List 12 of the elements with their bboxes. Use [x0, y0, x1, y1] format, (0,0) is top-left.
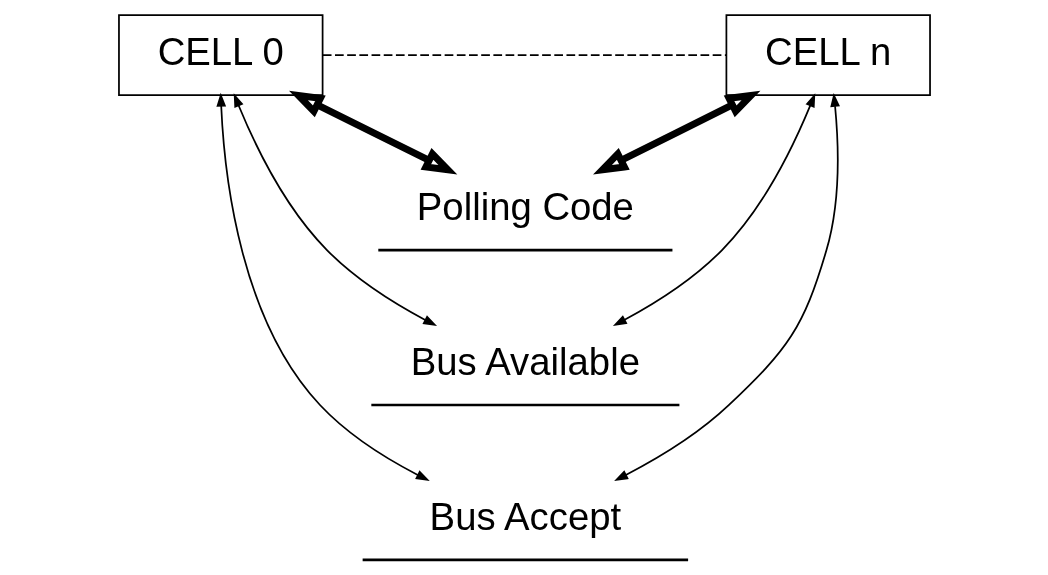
arrow — [288, 90, 457, 175]
node-box: CELL 0 — [117, 14, 323, 97]
node-text: Bus Available — [410, 339, 640, 383]
connector — [321, 54, 727, 56]
node-text: Polling Code — [416, 184, 634, 228]
arrow — [612, 93, 815, 326]
node-box: CELL n — [725, 14, 931, 97]
arrow — [233, 93, 437, 327]
node-text: Bus Accept — [429, 494, 621, 538]
arrow — [613, 92, 840, 481]
arrow — [215, 92, 430, 481]
arrow — [592, 90, 760, 175]
